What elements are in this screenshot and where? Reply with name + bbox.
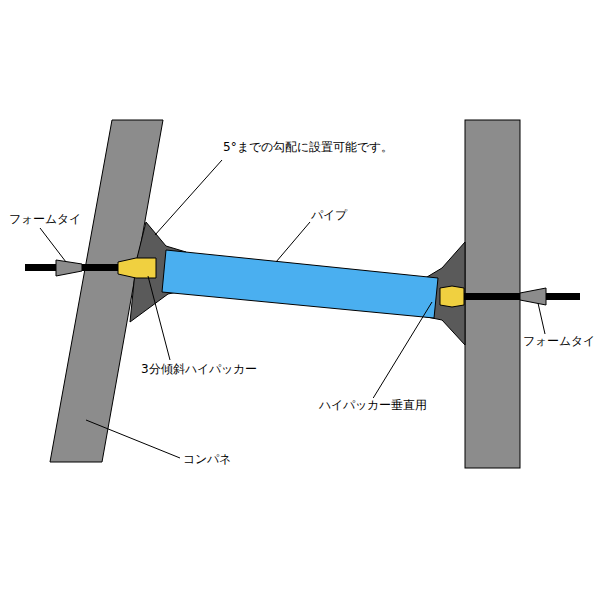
leader-lines [40, 160, 545, 458]
tie-nut-right [520, 288, 546, 305]
pipe-label: パイプ [310, 208, 348, 222]
slope-note: 5°までの勾配に設置可能です。 [222, 140, 394, 154]
packer-vertical [440, 286, 464, 307]
form-tie-label: フォームタイ [8, 212, 82, 226]
panel-label: コンパネ [182, 452, 232, 466]
packer-label: ハイパッカー垂直用 [318, 398, 428, 412]
form-tie-label: フォームタイ [522, 334, 596, 348]
tie-rod-right [458, 293, 580, 300]
packer-inclined [118, 258, 156, 278]
pipe [162, 250, 438, 318]
packer-label: 3分傾斜ハイパッカー [140, 362, 258, 376]
tie-nut-left [56, 260, 82, 276]
